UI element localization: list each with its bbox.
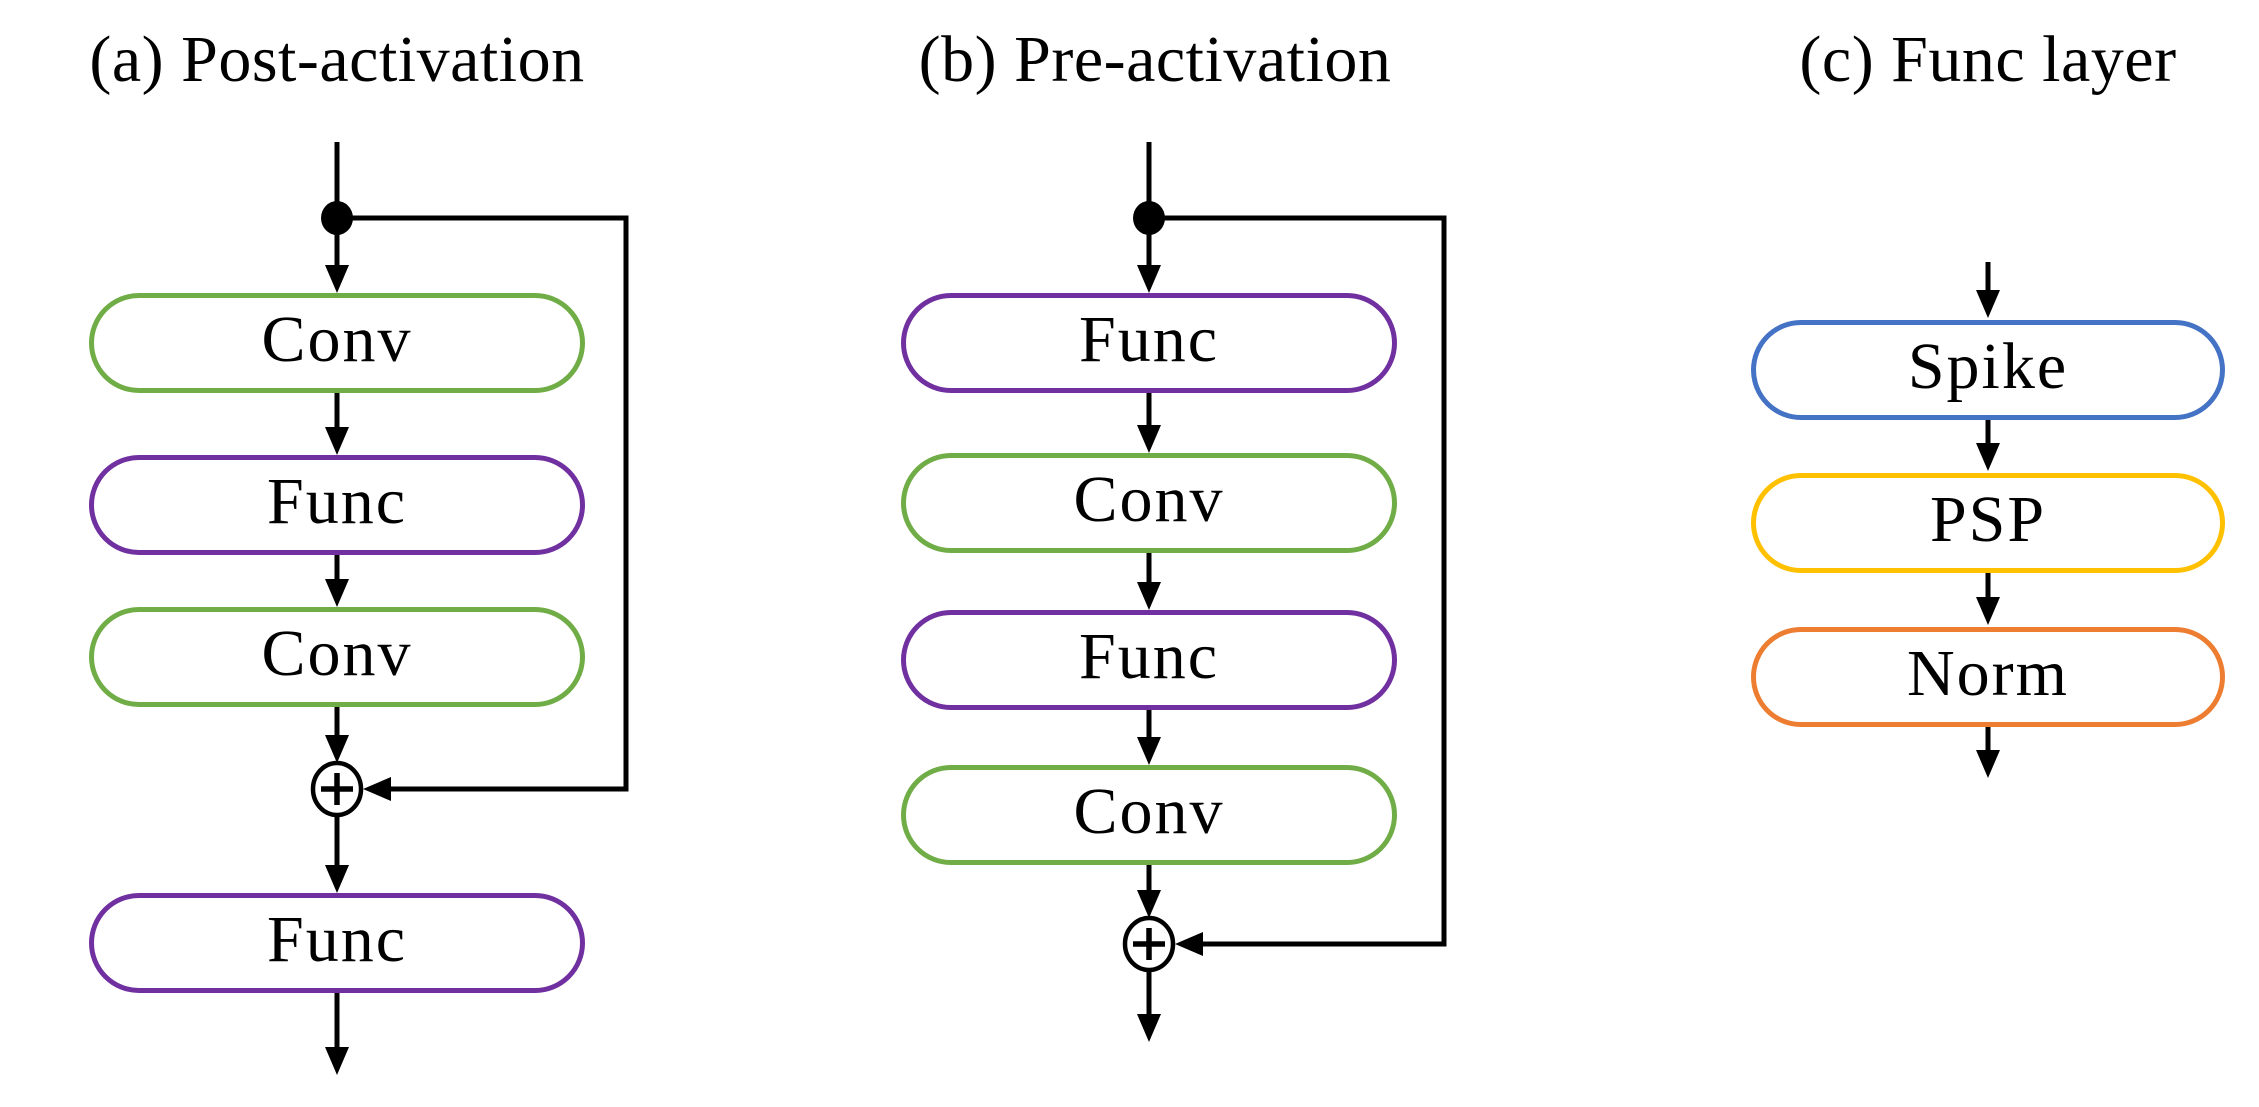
c-arrow2-head-icon bbox=[1976, 597, 2000, 625]
b-arrow1-head-icon bbox=[1137, 425, 1161, 453]
a-node-func-2: Func bbox=[89, 893, 585, 993]
b-node-conv-1-label: Conv bbox=[1073, 463, 1225, 536]
diagram-a-title: (a) Post-activation bbox=[89, 23, 585, 96]
b-arrow4-head-icon bbox=[1137, 890, 1161, 918]
b-node-func-1-label: Func bbox=[1079, 303, 1219, 376]
a-residual-arrowhead-icon bbox=[363, 777, 391, 801]
a-arrow2-head-icon bbox=[325, 579, 349, 607]
a-node-func-1-label: Func bbox=[267, 465, 407, 538]
a-node-conv-1: Conv bbox=[89, 293, 585, 393]
c-output-arrowhead-icon bbox=[1976, 750, 2000, 778]
b-branch-dot-icon bbox=[1133, 201, 1165, 235]
diagram-b-title: (b) Pre-activation bbox=[918, 23, 1392, 96]
b-node-conv-1: Conv bbox=[901, 453, 1397, 553]
a-node-func-2-label: Func bbox=[267, 903, 407, 976]
a-add-junction-icon bbox=[310, 760, 364, 818]
c-node-spike-label: Spike bbox=[1907, 330, 2069, 403]
b-node-func-2: Func bbox=[901, 610, 1397, 710]
c-arrow1-head-icon bbox=[1976, 443, 2000, 471]
diagram-b-wires bbox=[1122, 142, 1447, 1042]
c-node-norm-label: Norm bbox=[1907, 637, 2069, 710]
b-residual-skip-line bbox=[1149, 215, 1447, 947]
a-node-func-1: Func bbox=[89, 455, 585, 555]
c-node-norm: Norm bbox=[1751, 627, 2225, 727]
diagram-c-wires bbox=[1976, 262, 2000, 778]
b-output-arrowhead-icon bbox=[1137, 1014, 1161, 1042]
c-node-psp: PSP bbox=[1751, 473, 2225, 573]
c-node-psp-label: PSP bbox=[1929, 483, 2047, 556]
a-input-arrowhead-icon bbox=[325, 265, 349, 293]
a-output-arrowhead-icon bbox=[325, 1047, 349, 1075]
b-input-arrowhead-icon bbox=[1137, 265, 1161, 293]
b-arrow3-head-icon bbox=[1137, 737, 1161, 765]
a-node-conv-2-label: Conv bbox=[261, 617, 413, 690]
a-node-conv-2: Conv bbox=[89, 607, 585, 707]
a-arrow4-head-icon bbox=[325, 865, 349, 893]
b-residual-arrowhead-icon bbox=[1175, 932, 1203, 956]
diagram-a-wires bbox=[310, 142, 629, 1075]
c-node-spike: Spike bbox=[1751, 320, 2225, 420]
b-node-func-1: Func bbox=[901, 293, 1397, 393]
a-residual-skip-line bbox=[337, 215, 629, 792]
c-input-arrowhead-icon bbox=[1976, 290, 2000, 318]
a-arrow1-head-icon bbox=[325, 427, 349, 455]
b-node-func-2-label: Func bbox=[1079, 620, 1219, 693]
b-add-junction-icon bbox=[1122, 915, 1176, 973]
a-branch-dot-icon bbox=[321, 201, 353, 235]
b-node-conv-2-label: Conv bbox=[1073, 775, 1225, 848]
a-node-conv-1-label: Conv bbox=[261, 303, 413, 376]
b-arrow2-head-icon bbox=[1137, 582, 1161, 610]
b-node-conv-2: Conv bbox=[901, 765, 1397, 865]
a-arrow3-head-icon bbox=[325, 735, 349, 763]
diagram-c-title: (c) Func layer bbox=[1799, 23, 2177, 96]
